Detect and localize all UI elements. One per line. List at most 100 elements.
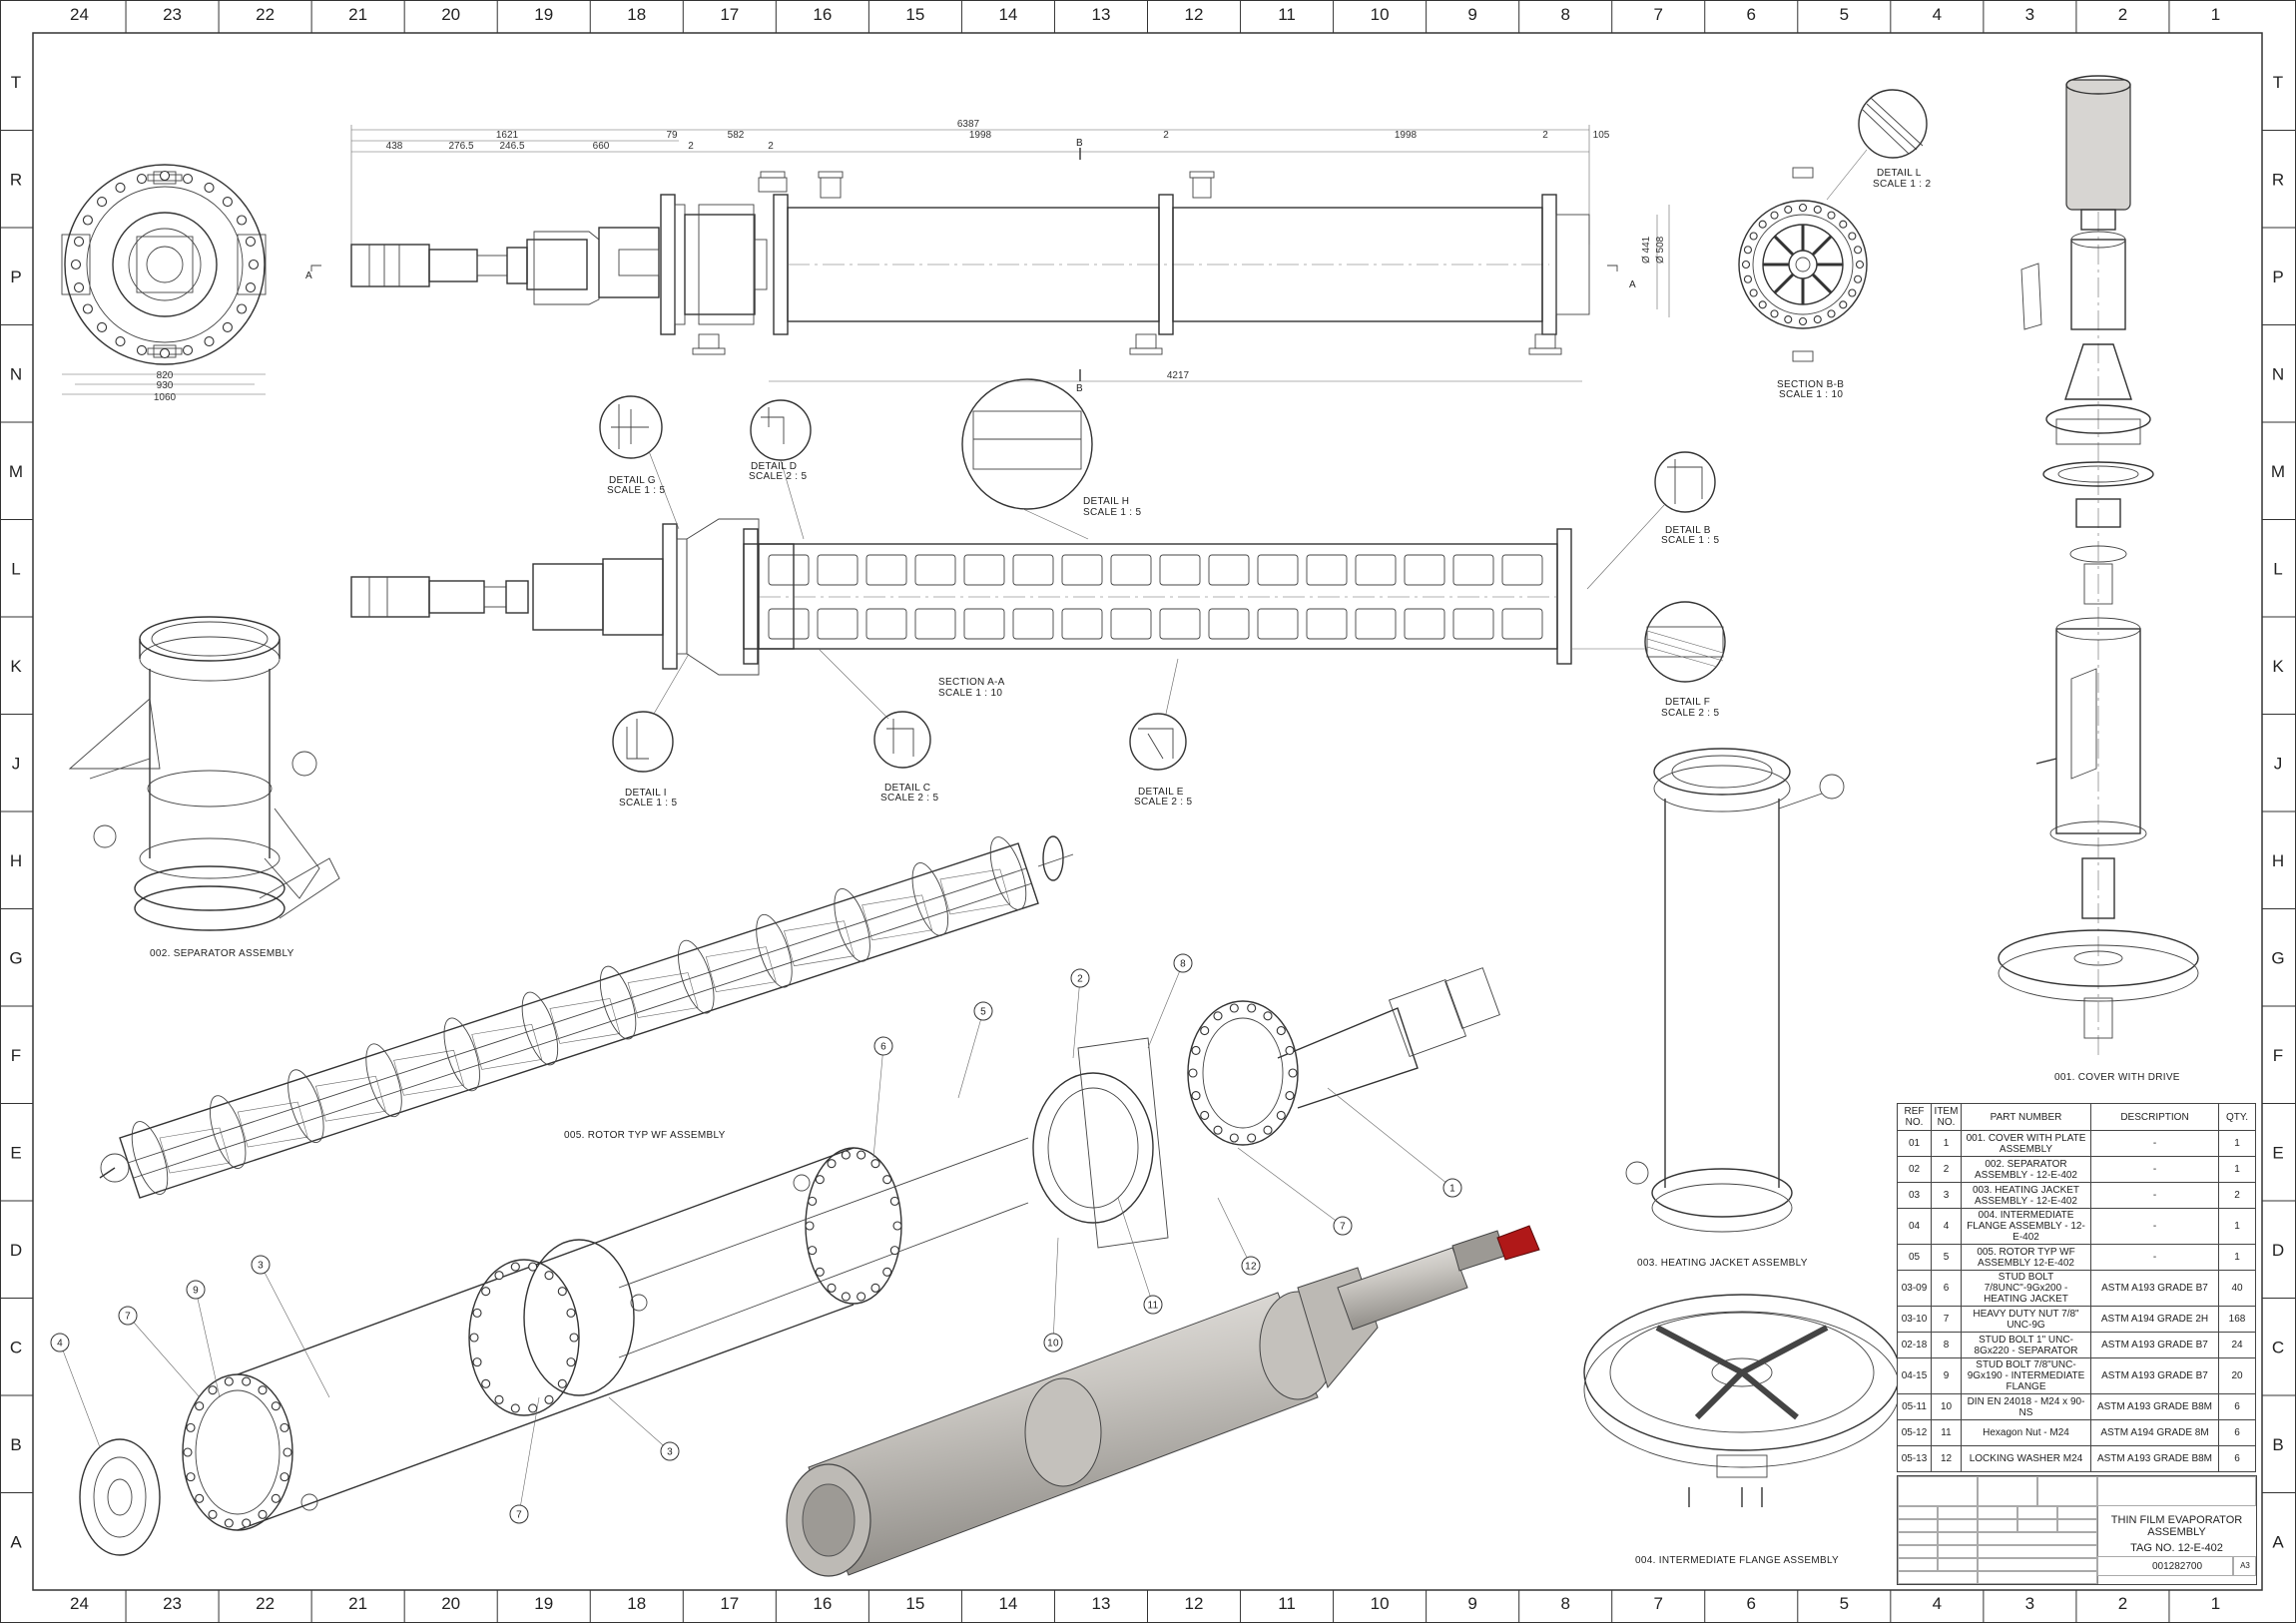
flange-bolt	[857, 1292, 866, 1302]
flange-bolt	[882, 1267, 892, 1277]
flange-bolt	[815, 1175, 825, 1185]
bom-part-number: 004. INTERMEDIATE FLANGE ASSEMBLY - 12-E…	[1961, 1208, 2091, 1245]
flange-bolt	[208, 1385, 218, 1395]
zone-column-label-3: 3	[2025, 1594, 2034, 1613]
section-b-b-title: SECTION B-B	[1777, 379, 1844, 390]
bolt-hole	[1784, 205, 1793, 214]
detail-i-scale: SCALE 1 : 5	[619, 798, 677, 809]
bom-ref-no: 04-15	[1897, 1357, 1932, 1394]
zone-column-label-9: 9	[1467, 1594, 1476, 1613]
zone-column-label-17: 17	[720, 5, 739, 24]
bom-description: ASTM A193 GRADE B8M	[2090, 1445, 2219, 1472]
flange-bolt	[566, 1308, 576, 1318]
section-b-b-spokes	[1763, 225, 1843, 304]
zone-column-label-3: 3	[2025, 5, 2034, 24]
item-balloon	[1143, 1295, 1163, 1315]
bom-part-number: STUD BOLT 7/8UNC"-9Gx200 - HEATING JACKE…	[1961, 1270, 2091, 1307]
flange-bolt	[566, 1357, 576, 1367]
zone-row-label-R: R	[10, 170, 22, 189]
bolt-hole	[70, 259, 82, 270]
zone-row-label-M: M	[9, 462, 23, 481]
bom-ref-no: 03	[1897, 1182, 1932, 1209]
bom-item-no: 5	[1931, 1244, 1962, 1271]
dim-79: 79	[666, 130, 678, 141]
item-balloon-number: 8	[1180, 959, 1186, 970]
cover-with-drive-label: 001. COVER WITH DRIVE	[2054, 1072, 2180, 1083]
bom-part-number: LOCKING WASHER M24	[1961, 1445, 2091, 1472]
bom-ref-no: 05-12	[1897, 1419, 1932, 1446]
bolt-hole	[1848, 288, 1857, 297]
flange-bolt	[1229, 1133, 1239, 1143]
flange-bolt	[1285, 1091, 1295, 1101]
item-balloon-number: 12	[1245, 1262, 1257, 1273]
item-balloon	[118, 1306, 138, 1326]
zone-row-label-C: C	[2272, 1338, 2284, 1356]
zone-column-label-5: 5	[1840, 5, 1849, 24]
bom-description: -	[2090, 1156, 2219, 1183]
flange-bolt	[805, 1221, 815, 1231]
bolt-hole	[1813, 315, 1822, 324]
flange-bolt	[815, 1267, 825, 1277]
zone-column-label-23: 23	[163, 5, 182, 24]
flange-bolt	[242, 1376, 252, 1386]
dim-4217: 4217	[1167, 370, 1190, 381]
zone-column-label-6: 6	[1747, 5, 1756, 24]
bom-part-number: HEAVY DUTY NUT 7/8" UNC-9G	[1961, 1306, 2091, 1333]
section-a-a-title: SECTION A-A	[938, 677, 1005, 688]
zone-row-label-J: J	[12, 754, 21, 773]
zone-row-label-K: K	[2272, 657, 2284, 676]
dim-276-5: 276.5	[448, 141, 473, 152]
flange-bolt	[1200, 1110, 1210, 1120]
bolt-hole	[222, 197, 233, 208]
zone-row-label-D: D	[10, 1241, 22, 1260]
bom-qty: 6	[2218, 1419, 2256, 1446]
zone-column-label-16: 16	[813, 5, 832, 24]
bom-ref-no: 05-11	[1897, 1393, 1932, 1420]
zone-column-label-22: 22	[256, 5, 275, 24]
zone-row-label-F: F	[11, 1046, 21, 1065]
flange-bolt	[280, 1422, 289, 1432]
bom-description: -	[2090, 1208, 2219, 1245]
flange-bolt	[528, 1403, 538, 1413]
flange-bolt	[870, 1283, 880, 1293]
bolt-hole	[1741, 260, 1751, 270]
detail-l-scale: SCALE 1 : 2	[1873, 179, 1931, 190]
zone-column-label-18: 18	[627, 5, 646, 24]
bom-ref-no: 04	[1897, 1208, 1932, 1245]
bolt-hole	[73, 281, 85, 293]
zone-row-label-P: P	[10, 268, 21, 286]
bolt-hole	[237, 303, 248, 314]
bolt-hole	[159, 347, 171, 359]
bolt-hole	[1770, 309, 1779, 318]
zone-column-label-9: 9	[1467, 5, 1476, 24]
detail-e-scale: SCALE 2 : 5	[1134, 797, 1192, 808]
bolt-hole	[182, 344, 194, 356]
bom-qty: 24	[2218, 1332, 2256, 1358]
dim-dia-441: Ø 441	[1641, 236, 1652, 264]
bolt-hole	[82, 215, 93, 226]
bom-header-row: REF NO. ITEM NO. PART NUMBER DESCRIPTION…	[1897, 1103, 2256, 1131]
flange-bolt	[1247, 1133, 1257, 1143]
heating-jacket-iso: 003. HEATING JACKET ASSEMBLY	[1625, 748, 1845, 1269]
item-balloon	[1070, 968, 1090, 988]
bolt-hole	[1839, 220, 1848, 229]
zone-column-label-8: 8	[1560, 1594, 1569, 1613]
dim-105: 105	[1593, 130, 1610, 141]
bolt-hole	[248, 259, 260, 270]
flange-bolt	[271, 1493, 281, 1503]
flange-bolt	[224, 1376, 234, 1386]
zone-row-label-H: H	[2272, 851, 2284, 870]
item-balloon	[509, 1504, 529, 1524]
flange-bolt	[494, 1271, 504, 1281]
zone-column-label-11: 11	[1278, 1594, 1296, 1613]
bom-item-no: 2	[1931, 1156, 1962, 1183]
bom-header-item: ITEM NO.	[1931, 1103, 1962, 1131]
zone-column-label-4: 4	[1933, 5, 1942, 24]
bom-part-number: 002. SEPARATOR ASSEMBLY - 12-E-402	[1961, 1156, 2091, 1183]
bom-item-no: 1	[1931, 1130, 1962, 1157]
dim-dia-508: Ø 508	[1655, 236, 1666, 264]
flange-bolt	[195, 1401, 205, 1411]
